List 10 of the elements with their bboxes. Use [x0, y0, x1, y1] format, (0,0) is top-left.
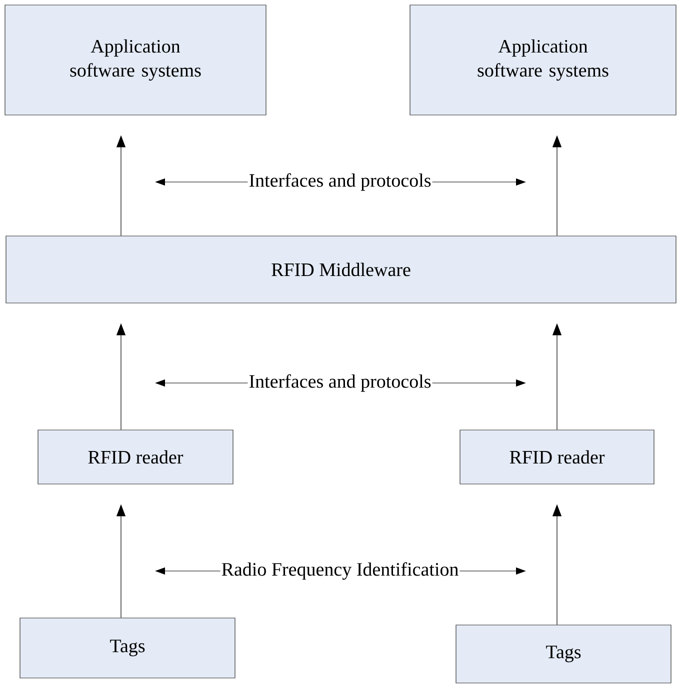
arrow-label: Interfaces and protocols [248, 373, 432, 393]
arrow-label: Interfaces and protocols [248, 172, 432, 192]
process-box: RFID Middleware [6, 236, 676, 304]
process-box: Application software systems [410, 4, 676, 116]
process-box: RFID reader [460, 430, 654, 484]
process-box: Application software systems [4, 4, 266, 116]
process-box: Tags [20, 618, 236, 678]
process-box: Tags [456, 624, 672, 684]
process-box: RFID reader [38, 430, 234, 484]
arrow-label: Radio Frequency Identification [220, 561, 460, 581]
